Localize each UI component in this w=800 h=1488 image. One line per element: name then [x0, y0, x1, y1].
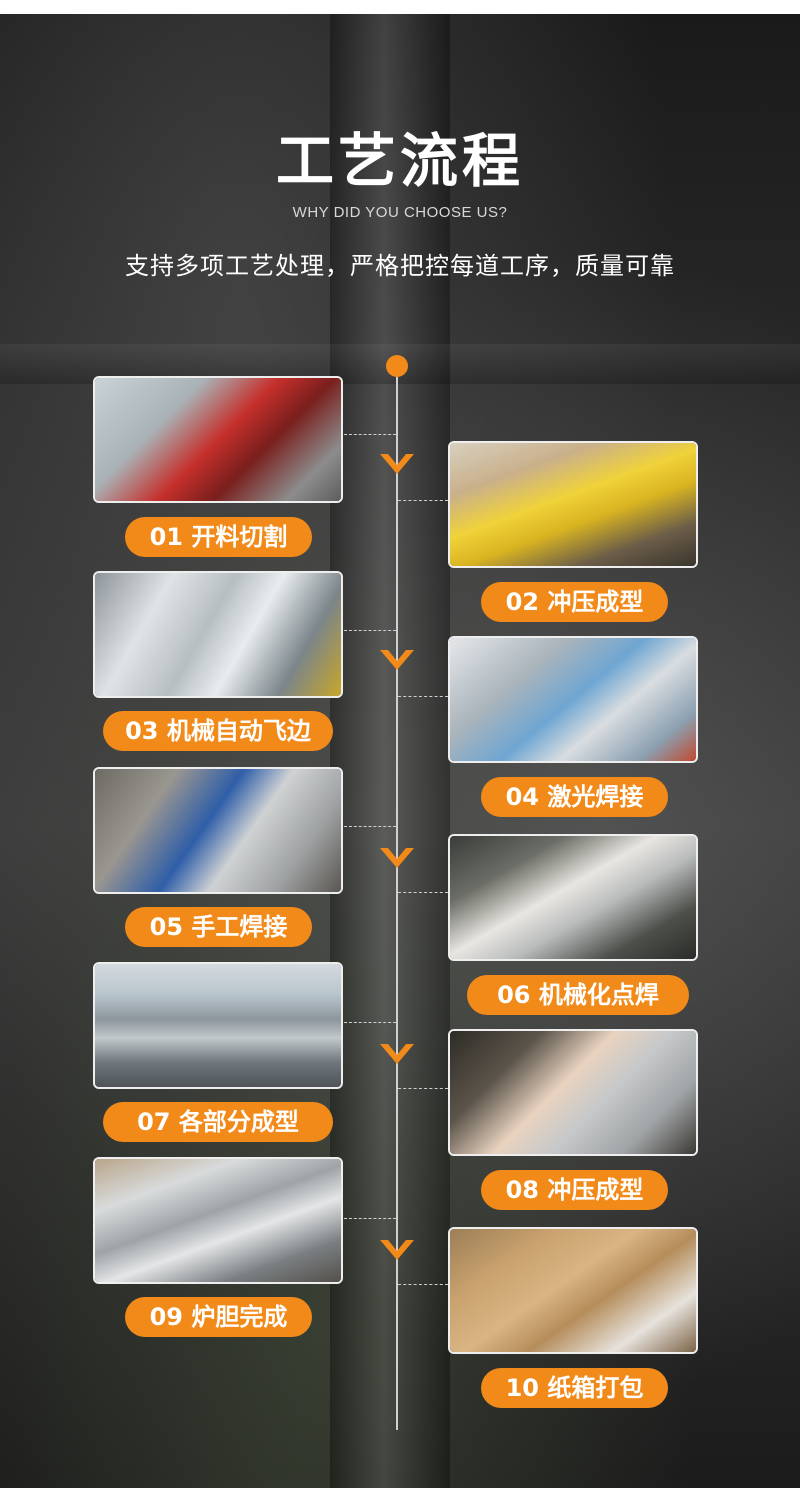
chevron-down-icon: [380, 1240, 414, 1260]
step-06-photo: [448, 834, 698, 961]
step-08-photo: [448, 1029, 698, 1156]
subtitle-english: WHY DID YOU CHOOSE US?: [292, 204, 508, 221]
step-07-label: 07 各部分成型: [103, 1102, 333, 1142]
step-05-label: 05 手工焊接: [125, 907, 312, 947]
step-03-label: 03 机械自动飞边: [103, 711, 333, 751]
chevron-down-icon: [380, 650, 414, 670]
step-02-label: 02 冲压成型: [481, 582, 668, 622]
step-10-label: 10 纸箱打包: [481, 1368, 668, 1408]
step-05-photo: [93, 767, 343, 894]
step-04-photo: [448, 636, 698, 763]
page-title: 工艺流程: [275, 127, 524, 195]
connector-line: [398, 696, 448, 697]
chevron-down-icon: [380, 454, 414, 474]
step-01-label: 01 开料切割: [125, 517, 312, 557]
connector-line: [398, 1088, 448, 1089]
connector-line: [344, 434, 396, 435]
step-08-label: 08 冲压成型: [481, 1170, 668, 1210]
step-01-photo: [93, 376, 343, 503]
step-06-label: 06 机械化点焊: [467, 975, 689, 1015]
timeline-line: [396, 364, 398, 1430]
step-03-photo: [93, 571, 343, 698]
connector-line: [344, 1022, 396, 1023]
step-09-photo: [93, 1157, 343, 1284]
chevron-down-icon: [380, 1044, 414, 1064]
connector-line: [344, 1218, 396, 1219]
subtitle-chinese: 支持多项工艺处理，严格把控每道工序，质量可靠: [125, 252, 675, 280]
process-background: 工艺流程 WHY DID YOU CHOOSE US? 支持多项工艺处理，严格把…: [0, 14, 800, 1488]
connector-line: [398, 892, 448, 893]
step-07-photo: [93, 962, 343, 1089]
connector-line: [344, 826, 396, 827]
connector-line: [344, 630, 396, 631]
background-pillar: [330, 14, 450, 1488]
step-09-label: 09 炉胆完成: [125, 1297, 312, 1337]
connector-line: [398, 1284, 448, 1285]
step-04-label: 04 激光焊接: [481, 777, 668, 817]
step-02-photo: [448, 441, 698, 568]
connector-line: [398, 500, 448, 501]
step-10-photo: [448, 1227, 698, 1354]
chevron-down-icon: [380, 848, 414, 868]
timeline-start-dot: [386, 355, 408, 377]
